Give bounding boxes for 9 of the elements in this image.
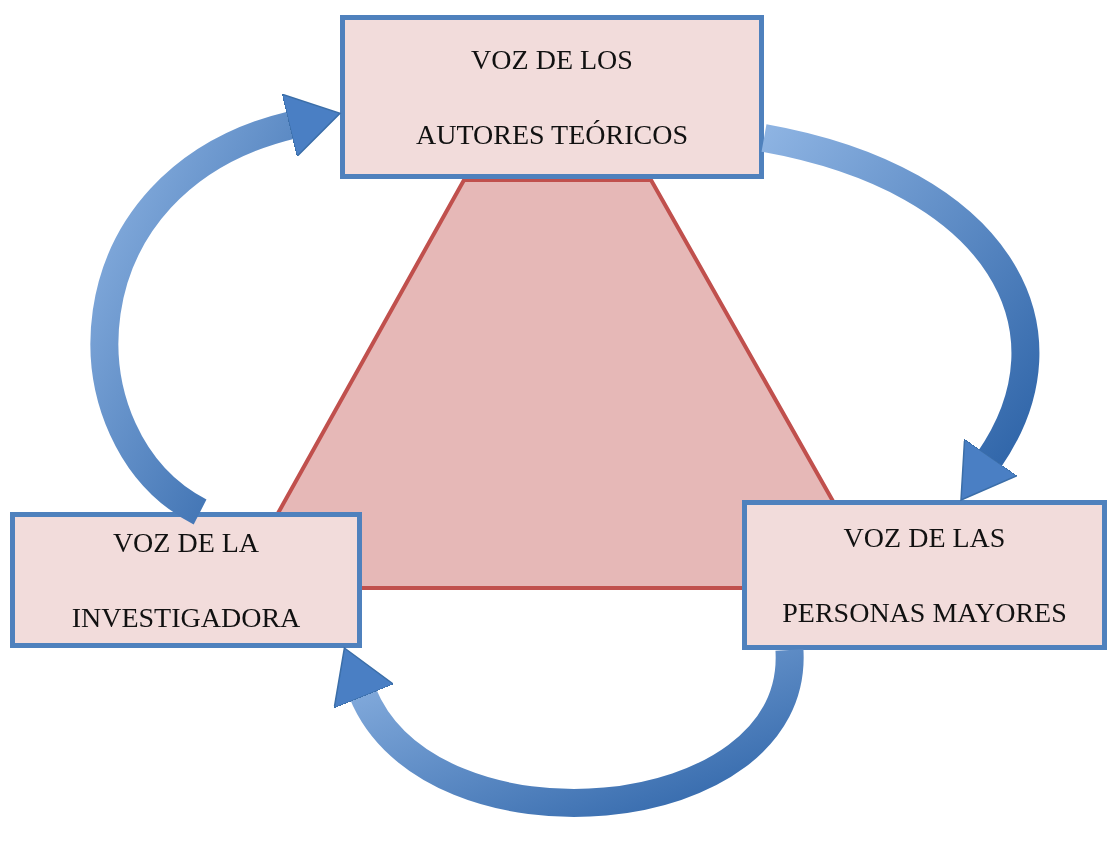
text-box bbox=[10, 512, 362, 648]
box-label: VOZ DE LOS AUTORES TEÓRICOS bbox=[415, 43, 689, 152]
curved-arrow bbox=[760, 124, 1040, 503]
curved-arrow bbox=[336, 648, 804, 817]
text-box bbox=[340, 15, 764, 179]
box-label: VOZ DE LAS PERSONAS MAYORES bbox=[781, 521, 1068, 630]
box-label: VOZ DE LA INVESTIGADORA bbox=[70, 526, 302, 635]
curved-arrow bbox=[90, 94, 340, 524]
text-box bbox=[742, 500, 1107, 650]
